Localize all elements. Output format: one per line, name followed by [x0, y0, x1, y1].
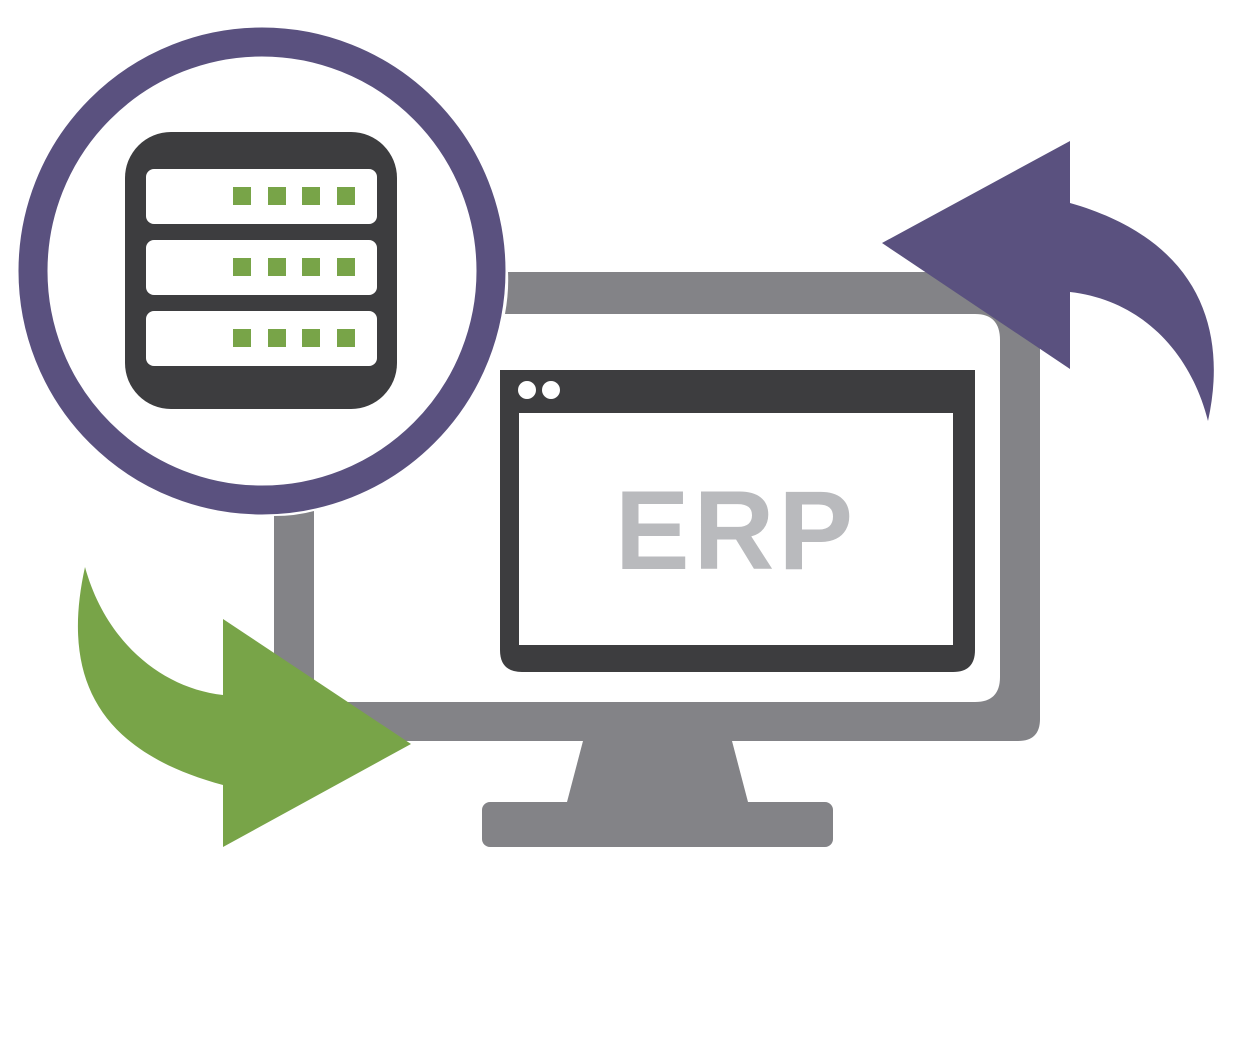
- server-led: [302, 258, 320, 276]
- server-unit-panel: [146, 240, 377, 295]
- monitor-stand-base: [482, 802, 833, 847]
- server-unit-panel: [146, 169, 377, 224]
- server-led: [337, 258, 355, 276]
- window-content-area: [519, 413, 953, 645]
- server-led: [302, 329, 320, 347]
- window-dot-icon: [518, 381, 536, 399]
- server-icon: [125, 132, 397, 409]
- curved-arrow-right-icon: [77, 567, 412, 847]
- server-led: [337, 329, 355, 347]
- curved-arrow-up-left-icon: [882, 141, 1214, 421]
- server-unit: [146, 311, 377, 366]
- server-led: [268, 329, 286, 347]
- server-led: [302, 187, 320, 205]
- window-dot-icon: [542, 381, 560, 399]
- server-unit: [146, 169, 377, 224]
- monitor-icon: [274, 272, 1040, 847]
- server-led: [337, 187, 355, 205]
- browser-window-icon: ERP: [500, 370, 975, 672]
- server-led: [268, 187, 286, 205]
- erp-label: ERP: [615, 468, 857, 593]
- server-unit-panel: [146, 311, 377, 366]
- server-unit: [146, 240, 377, 295]
- server-led: [233, 258, 251, 276]
- server-led: [233, 187, 251, 205]
- monitor-stand-neck: [567, 741, 748, 802]
- server-led: [233, 329, 251, 347]
- server-led: [268, 258, 286, 276]
